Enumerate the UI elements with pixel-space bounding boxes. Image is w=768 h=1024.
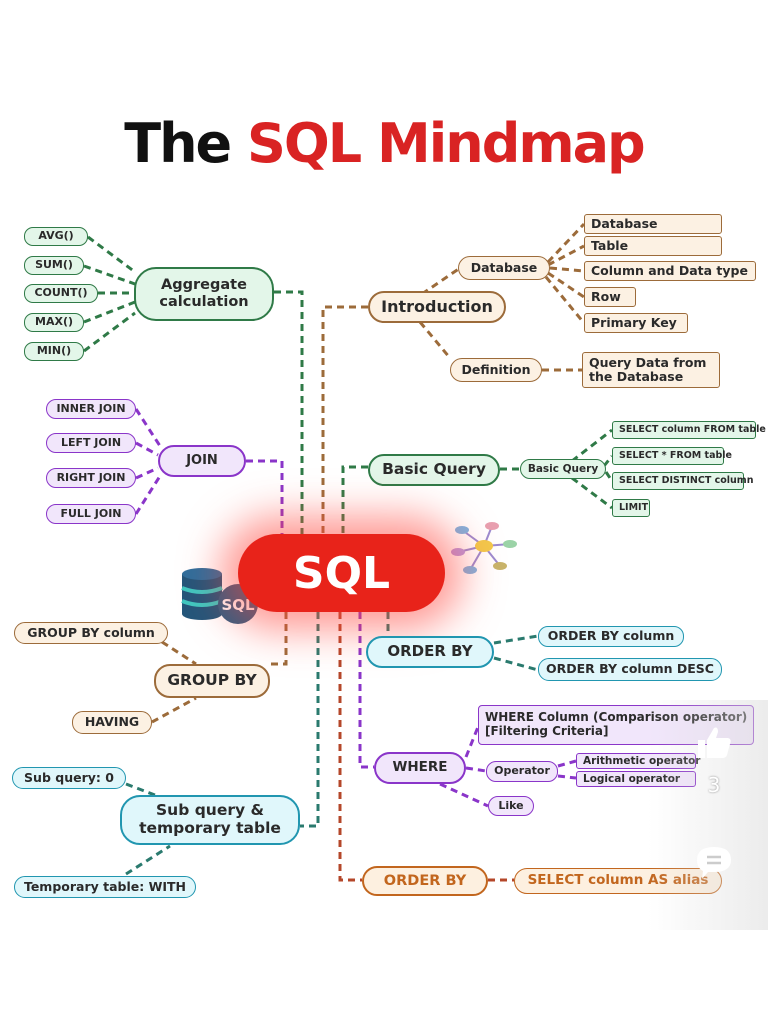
basic-query-item-select-distinct: SELECT DISTINCT column <box>612 472 753 490</box>
subquery-connectors <box>125 612 320 876</box>
aggregate-item-avg: AVG() <box>24 227 88 246</box>
order-by-item-column: ORDER BY column <box>538 626 684 647</box>
where-connectors <box>358 612 577 808</box>
introduction-node: Introduction <box>368 291 506 323</box>
join-item-inner: INNER JOIN <box>46 399 136 419</box>
basic-query-sub-node: Basic Query <box>520 459 606 479</box>
join-node: JOIN <box>158 445 246 477</box>
intro-item-database: Database <box>584 214 722 234</box>
basic-query-item-limit: LIMIT <box>612 499 650 517</box>
title-sql-mindmap: SQL Mindmap <box>247 112 646 175</box>
intro-item-table: Table <box>584 236 722 256</box>
definition-text: Query Data from the Database <box>582 352 720 388</box>
thumbs-up-icon[interactable] <box>694 724 736 760</box>
like-count: 3 <box>707 773 721 797</box>
aggregate-connectors <box>83 235 304 535</box>
operator-node: Operator <box>486 761 558 782</box>
aggregate-item-count: COUNT() <box>24 284 98 303</box>
aggregate-item-sum: SUM() <box>24 256 84 275</box>
bottom-blank-area <box>0 932 768 1024</box>
join-connectors <box>134 408 284 535</box>
basic-query-connectors <box>341 428 614 535</box>
aggregate-item-min: MIN() <box>24 342 84 361</box>
sql-center-node: SQL <box>238 534 445 612</box>
database-node: Database <box>458 256 550 280</box>
group-by-node: GROUP BY <box>154 664 270 698</box>
sql-badge-text: SQL <box>221 596 255 614</box>
join-item-right: RIGHT JOIN <box>46 468 136 488</box>
join-item-left: LEFT JOIN <box>46 433 136 453</box>
definition-node: Definition <box>450 358 542 382</box>
order-by-node: ORDER BY <box>366 636 494 668</box>
basic-query-node: Basic Query <box>368 454 500 486</box>
subquery-node: Sub query & temporary table <box>120 795 300 845</box>
aggregate-item-max: MAX() <box>24 313 84 332</box>
order-by-alias-connectors <box>338 612 514 882</box>
aggregate-calculation-node: Aggregate calculation <box>134 267 274 321</box>
database-icon <box>181 568 258 624</box>
subquery-item-sub-query: Sub query: 0 <box>12 767 126 789</box>
where-node: WHERE <box>374 752 466 784</box>
group-by-item-column: GROUP BY column <box>14 622 168 644</box>
page-title: The SQL Mindmap <box>0 112 768 175</box>
title-the: The <box>124 112 232 175</box>
subquery-item-temporary-table: Temporary table: WITH <box>14 876 196 898</box>
group-by-connectors <box>151 612 288 724</box>
join-item-full: FULL JOIN <box>46 504 136 524</box>
comment-icon[interactable] <box>694 844 734 882</box>
basic-query-item-select-from: SELECT column FROM table <box>612 421 766 439</box>
basic-query-item-select-star: SELECT * FROM table <box>612 447 732 465</box>
intro-item-column-data-type: Column and Data type <box>584 261 756 281</box>
where-item-like: Like <box>488 796 534 816</box>
order-by-item-column-desc: ORDER BY column DESC <box>538 658 722 681</box>
order-by-connectors <box>386 612 539 672</box>
group-by-item-having: HAVING <box>72 711 152 734</box>
introduction-connectors <box>321 222 586 535</box>
intro-item-primary-key: Primary Key <box>584 313 688 333</box>
order-by-alias-node: ORDER BY <box>362 866 488 896</box>
mindmap-icon <box>451 522 517 574</box>
intro-item-row: Row <box>584 287 636 307</box>
